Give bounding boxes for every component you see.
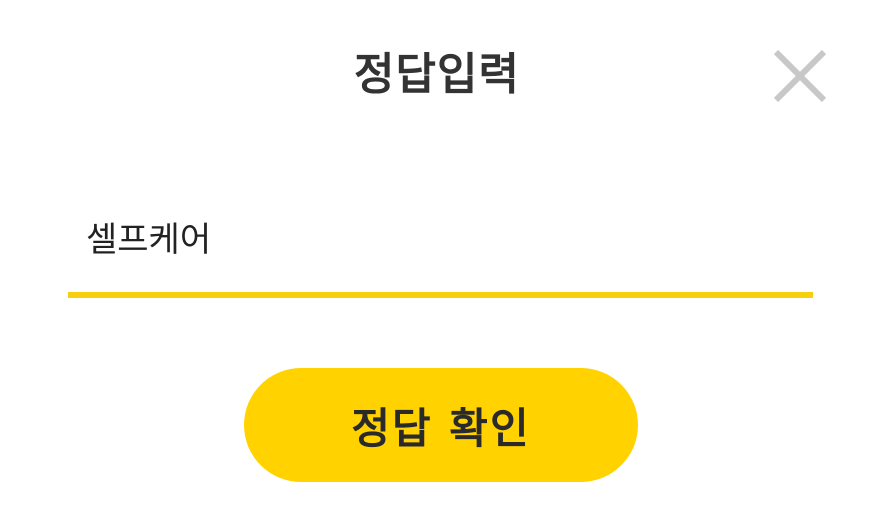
answer-input-underline [68,292,813,298]
confirm-answer-button[interactable]: 정답 확인 [244,368,638,482]
answer-field [68,196,813,300]
dialog-title: 정답입력 [354,49,520,100]
confirm-answer-label: 정답 확인 [351,403,531,453]
close-button[interactable] [770,46,830,106]
close-icon [773,49,827,103]
answer-input[interactable] [86,208,786,264]
